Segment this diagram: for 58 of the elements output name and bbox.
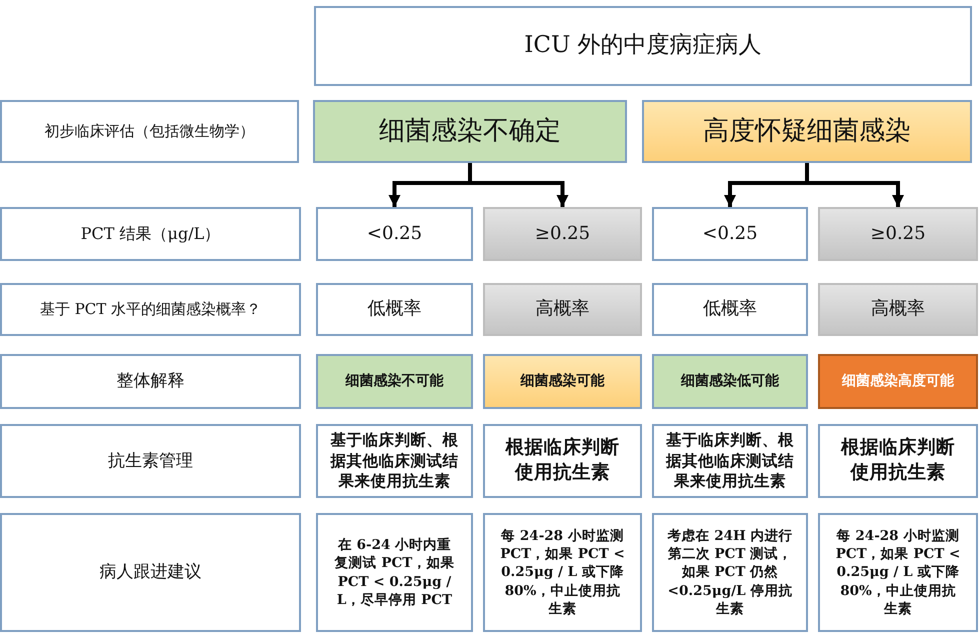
interpretation-box bbox=[483, 354, 642, 409]
row-label-box bbox=[0, 207, 301, 261]
row-label-box bbox=[0, 424, 301, 498]
cell-text: 细菌感染不可能 bbox=[346, 372, 444, 391]
advice-box bbox=[652, 424, 808, 498]
result-box bbox=[483, 283, 642, 336]
cell-text: 细菌感染低可能 bbox=[681, 372, 779, 391]
row-label: 抗生素管理 bbox=[108, 450, 193, 472]
advice-box bbox=[483, 424, 642, 498]
result-box bbox=[652, 283, 808, 336]
interpretation-box bbox=[652, 354, 808, 409]
value-text: ≥0.25 bbox=[870, 222, 926, 246]
row-label: 初步临床评估（包括微生物学） bbox=[44, 121, 254, 142]
advice-box bbox=[483, 513, 642, 632]
category-label: 细菌感染不确定 bbox=[379, 114, 561, 148]
advice-box bbox=[316, 424, 473, 498]
heading-text: ICU 外的中度病症病人 bbox=[524, 31, 762, 60]
advice-box bbox=[316, 513, 473, 632]
cell-text: 每 24-28 小时监测 PCT，如果 PCT < 0.25μg / L 或下降 80%，中止使用抗生素 bbox=[500, 526, 625, 618]
value-text: 低概率 bbox=[368, 297, 422, 322]
header-box bbox=[314, 6, 972, 86]
row-label: 整体解释 bbox=[116, 370, 184, 393]
row-label: 基于 PCT 水平的细菌感染概率？ bbox=[40, 299, 262, 320]
cell-text: 细菌感染可能 bbox=[520, 372, 604, 391]
category-box bbox=[642, 100, 972, 163]
cell-text: 基于临床判断、根据其他临床测试结果来使用抗生素 bbox=[329, 430, 460, 492]
value-text: 低概率 bbox=[703, 297, 757, 322]
cell-text: 每 24-28 小时监测 PCT，如果 PCT < 0.25μg / L 或下降 80%，中止使用抗生素 bbox=[835, 526, 961, 618]
row-label-box bbox=[0, 100, 299, 163]
category-box bbox=[313, 100, 627, 163]
interpretation-box bbox=[316, 354, 473, 409]
result-box bbox=[818, 207, 978, 261]
result-box bbox=[316, 207, 473, 261]
advice-box bbox=[818, 513, 978, 632]
value-text: 高概率 bbox=[536, 297, 590, 322]
row-label-box bbox=[0, 513, 301, 632]
cell-text: 在 6-24 小时内重复测试 PCT，如果 PCT < 0.25μg / L，尽早停用 PCT bbox=[334, 536, 456, 609]
result-box bbox=[652, 207, 808, 261]
cell-text: 根据临床判断使用抗生素 bbox=[504, 436, 620, 485]
value-text: ≥0.25 bbox=[534, 222, 590, 246]
value-text: <0.25 bbox=[702, 222, 758, 246]
row-label: 病人跟进建议 bbox=[100, 561, 202, 584]
row-label: PCT 结果（μg/L） bbox=[80, 223, 220, 245]
cell-text: 考虑在 24H 内进行第二次 PCT 测试，如果 PCT 仍然 <0.25μg/L 停用抗生素 bbox=[666, 526, 794, 618]
result-box bbox=[483, 207, 642, 261]
advice-box bbox=[652, 513, 808, 632]
cell-text: 细菌感染高度可能 bbox=[842, 372, 954, 391]
value-text: 高概率 bbox=[871, 297, 925, 322]
value-text: <0.25 bbox=[366, 222, 422, 246]
result-box bbox=[818, 283, 978, 336]
cell-text: 根据临床判断使用抗生素 bbox=[840, 436, 956, 485]
row-label-box bbox=[0, 354, 301, 409]
row-label-box bbox=[0, 283, 301, 336]
result-box bbox=[316, 283, 473, 336]
category-label: 高度怀疑细菌感染 bbox=[703, 114, 911, 148]
interpretation-box bbox=[818, 354, 978, 409]
cell-text: 基于临床判断、根据其他临床测试结果来使用抗生素 bbox=[664, 430, 795, 492]
advice-box bbox=[818, 424, 978, 498]
